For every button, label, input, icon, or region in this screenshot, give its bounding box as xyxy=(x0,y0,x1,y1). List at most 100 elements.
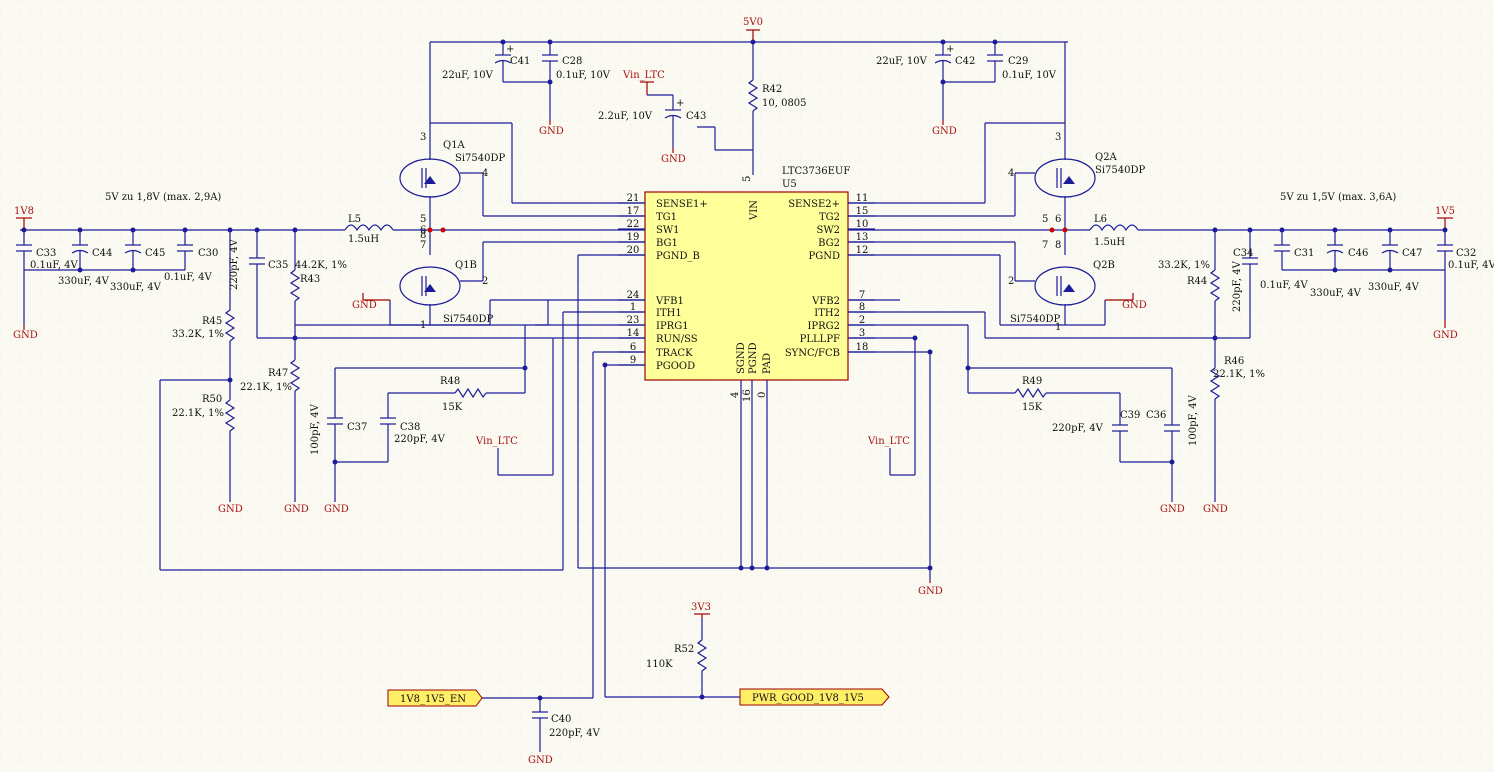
svg-text:R44: R44 xyxy=(1187,276,1207,287)
ic-pin-num-right: 13 xyxy=(856,232,869,243)
svg-text:100pF, 4V: 100pF, 4V xyxy=(1188,394,1199,446)
svg-text:1: 1 xyxy=(1055,322,1061,333)
gnd-c42: GND xyxy=(932,126,957,137)
svg-text:0.1uF, 4V: 0.1uF, 4V xyxy=(1448,260,1494,271)
svg-text:C46: C46 xyxy=(1348,248,1368,259)
svg-text:2: 2 xyxy=(1008,276,1014,287)
ic-pin-num-left: 21 xyxy=(627,193,640,204)
svg-text:Q2A: Q2A xyxy=(1095,152,1118,163)
svg-text:1V8_1V5_EN: 1V8_1V5_EN xyxy=(400,694,466,705)
ic-pin-name-left: TG1 xyxy=(656,212,677,223)
vin-ltc-label-3: Vin_LTC xyxy=(867,436,910,447)
svg-text:6: 6 xyxy=(1055,214,1061,225)
svg-text:C37: C37 xyxy=(347,422,367,433)
svg-text:R48: R48 xyxy=(440,376,460,387)
svg-text:SGND: SGND xyxy=(736,342,747,374)
svg-text:Q1B: Q1B xyxy=(455,260,477,271)
svg-text:8: 8 xyxy=(1055,240,1061,251)
compensation-left: C37 100pF, 4V C38 220pF, 4V R48 15K xyxy=(310,324,645,502)
svg-text:22.1K, 1%: 22.1K, 1% xyxy=(172,408,224,419)
ic-pin-num-left: 24 xyxy=(627,290,640,301)
svg-text:PGND: PGND xyxy=(748,343,759,374)
svg-text:0.1uF, 4V: 0.1uF, 4V xyxy=(1260,280,1308,291)
vin-rail xyxy=(430,29,1068,80)
svg-text:C39: C39 xyxy=(1120,410,1140,421)
gnd-q1b: GND xyxy=(352,300,377,311)
plllpf-wiring xyxy=(848,335,918,476)
capacitor-C42: + C42 22uF, 10V xyxy=(876,42,975,120)
svg-text:L5: L5 xyxy=(348,214,361,225)
svg-text:1.5uH: 1.5uH xyxy=(348,234,379,245)
svg-text:R46: R46 xyxy=(1224,356,1244,367)
svg-text:22.1K, 1%: 22.1K, 1% xyxy=(1213,369,1265,380)
svg-text:220pF, 4V: 220pF, 4V xyxy=(1052,423,1104,434)
ic-pin-name-right: TG2 xyxy=(819,212,840,223)
ic-pin-num-right: 15 xyxy=(856,206,869,217)
net-label-pgood[interactable]: PWR_GOOD_1V8_1V5 xyxy=(739,688,890,706)
capacitor-C29: C29 0.1uF, 10V xyxy=(940,39,1057,85)
inductor-L6: L6 1.5uH xyxy=(848,214,1445,248)
ic-U5[interactable] xyxy=(644,191,849,381)
ic-pin-num-right: 3 xyxy=(859,328,865,339)
ic-part-label: LTC3736EUF xyxy=(782,166,850,177)
svg-text:R45: R45 xyxy=(202,316,222,327)
ic-ref-label: U5 xyxy=(782,179,797,190)
ic-pin-num-left: 19 xyxy=(627,232,640,243)
svg-text:+: + xyxy=(676,98,684,109)
ic-pin-num-right: 18 xyxy=(856,342,869,353)
svg-text:C36: C36 xyxy=(1146,410,1166,421)
gnd-r50: GND xyxy=(218,504,243,515)
ic-pin-num-left: 9 xyxy=(630,355,636,366)
ic-pin-name-left: VFB1 xyxy=(655,296,684,307)
ic-pin-name-left: SENSE1+ xyxy=(656,199,708,210)
output-caps-right: C31 0.1uF, 4V C46 330uF, 4V C47 330uF, 4… xyxy=(1260,227,1494,320)
gnd-c37: GND xyxy=(324,504,349,515)
ic-pin-num-right: 8 xyxy=(859,302,865,313)
ic-pin-name-right: PGND xyxy=(809,251,840,262)
svg-text:330uF, 4V: 330uF, 4V xyxy=(110,282,162,293)
net-label-en[interactable]: 1V8_1V5_EN xyxy=(387,689,483,707)
svg-text:C33: C33 xyxy=(36,248,56,259)
svg-text:15K: 15K xyxy=(442,402,463,413)
svg-text:C45: C45 xyxy=(145,248,165,259)
svg-text:PWR_GOOD_1V8_1V5: PWR_GOOD_1V8_1V5 xyxy=(752,693,864,704)
power-3v3-label: 3V3 xyxy=(691,602,711,613)
power-5v0-label: 5V0 xyxy=(743,17,763,28)
ic-pin-name-left: PGND_B xyxy=(656,251,700,262)
ic-pin-name-right: SW2 xyxy=(817,225,841,236)
capacitor-C28: C28 0.1uF, 10V xyxy=(500,39,611,120)
svg-text:0.1uF, 10V: 0.1uF, 10V xyxy=(1002,70,1057,81)
svg-text:+: + xyxy=(946,44,954,55)
gnd-c32: GND xyxy=(1433,330,1458,341)
svg-text:33.2K, 1%: 33.2K, 1% xyxy=(1158,260,1210,271)
svg-text:5: 5 xyxy=(420,214,426,225)
svg-text:Si7540DP: Si7540DP xyxy=(1095,165,1146,176)
ic-pin-name-left: IPRG1 xyxy=(656,321,689,332)
gnd-c40: GND xyxy=(528,755,553,766)
bottom-ground-bus xyxy=(577,254,933,580)
ic-pin-name-left: SW1 xyxy=(656,225,680,236)
feedback-right: R44 33.2K, 1% 220pF, 4V C34 R46 22.1K, 1… xyxy=(848,227,1265,502)
svg-text:R50: R50 xyxy=(202,394,222,405)
ic-pin-num-left: 17 xyxy=(627,206,640,217)
svg-text:C43: C43 xyxy=(686,111,706,122)
svg-text:220pF, 4V: 220pF, 4V xyxy=(229,238,240,290)
svg-text:0.1uF, 4V: 0.1uF, 4V xyxy=(164,272,212,283)
ic-pin-name-left: ITH1 xyxy=(656,308,682,319)
ic-pin-num-left: 1 xyxy=(630,302,636,313)
ic-pin-name-left: PGOOD xyxy=(656,361,695,372)
svg-text:C35: C35 xyxy=(268,260,288,271)
gnd-c28: GND xyxy=(539,126,564,137)
run-ss-wiring xyxy=(497,338,645,698)
svg-text:7: 7 xyxy=(1042,240,1048,251)
svg-text:C42: C42 xyxy=(955,56,975,67)
capacitor-C43: + C43 2.2uF, 10V xyxy=(598,82,706,148)
resistor-R42: R42 10, 0805 xyxy=(697,79,807,175)
svg-text:0.1uF, 10V: 0.1uF, 10V xyxy=(556,70,611,81)
mosfet-Q2A: Q2A Si7540DP 3 4 5 6 xyxy=(848,42,1146,255)
capacitor-C41: + C41 22uF, 10V xyxy=(442,42,530,82)
ic-pin-num-right: 2 xyxy=(859,315,865,326)
svg-text:4: 4 xyxy=(730,392,741,398)
output-caps-left: C33 0.1uF, 4V C44 330uF, 4V C45 330uF, 4… xyxy=(16,227,218,325)
